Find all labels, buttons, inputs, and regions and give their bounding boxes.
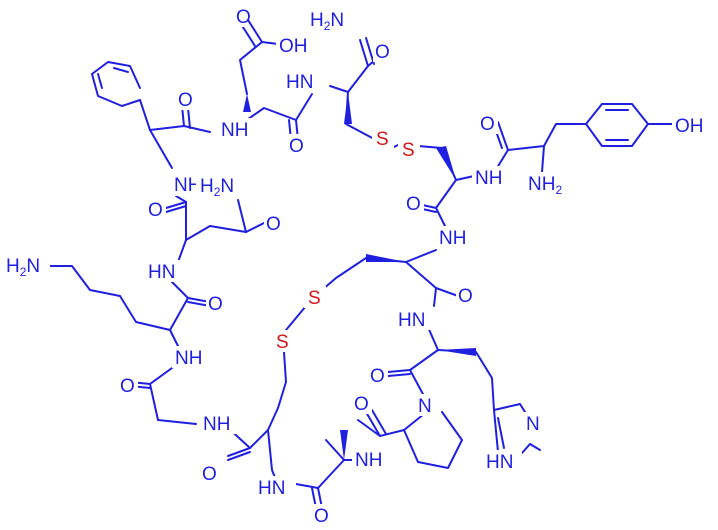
o-phe-label: O: [178, 90, 193, 111]
o-asn-sidechain-label: O: [266, 214, 281, 235]
h2n-asn-label: H2N: [200, 176, 234, 199]
o-ala-label: O: [314, 506, 329, 527]
o-asn-backbone-label: O: [148, 200, 163, 221]
atom-labels: O OH H2N O HN O NH O S S O OH NH NH2 NH …: [4, 5, 708, 527]
hn-cys4-label: HN: [258, 478, 285, 499]
nh-asp-label: NH: [221, 120, 248, 141]
o-cys3-label: O: [458, 286, 473, 307]
o-cys4-label: O: [202, 464, 217, 485]
nh-gly-label: NH: [203, 414, 230, 435]
sulfur-3-label: S: [308, 288, 321, 309]
amide-o-label: O: [375, 42, 390, 63]
o-tyr-label: O: [480, 114, 495, 135]
nh-ala-label: NH: [355, 450, 382, 471]
o-cys2-label: O: [406, 194, 421, 215]
tyr-oh-label: OH: [675, 116, 704, 137]
o-pro-label: O: [354, 394, 369, 415]
nh-tyr-label: NH: [475, 168, 502, 189]
nh-lys-label: NH: [175, 348, 202, 369]
hn-imidazole-label: HN: [486, 452, 513, 473]
sulfur-1-label: S: [376, 129, 389, 150]
hn-his-label: HN: [398, 310, 425, 331]
hn-asn-label: HN: [148, 262, 175, 283]
cooh-o-label: O: [236, 7, 251, 28]
nh-cys2-label: NH: [439, 228, 466, 249]
o-his-label: O: [370, 366, 385, 387]
nh-phe-label: NH: [174, 175, 201, 196]
n-imidazole-label: N: [526, 414, 540, 435]
o-lys-label: O: [208, 294, 223, 315]
o-asp-label: O: [289, 136, 304, 157]
bond-network: [47, 19, 673, 509]
o-gly-label: O: [120, 376, 135, 397]
nh2-tyr-label: NH2: [528, 174, 562, 197]
hn-top-label: HN: [286, 72, 313, 93]
sulfur-4-label: S: [276, 332, 289, 353]
sulfur-2-label: S: [402, 140, 415, 161]
n-pro-label: N: [418, 396, 432, 417]
amide-h2n-label: H2N: [310, 10, 344, 33]
h2n-lys-label: H2N: [6, 256, 40, 279]
cooh-oh-label: OH: [279, 36, 308, 57]
stereo-wedges: [243, 92, 476, 460]
